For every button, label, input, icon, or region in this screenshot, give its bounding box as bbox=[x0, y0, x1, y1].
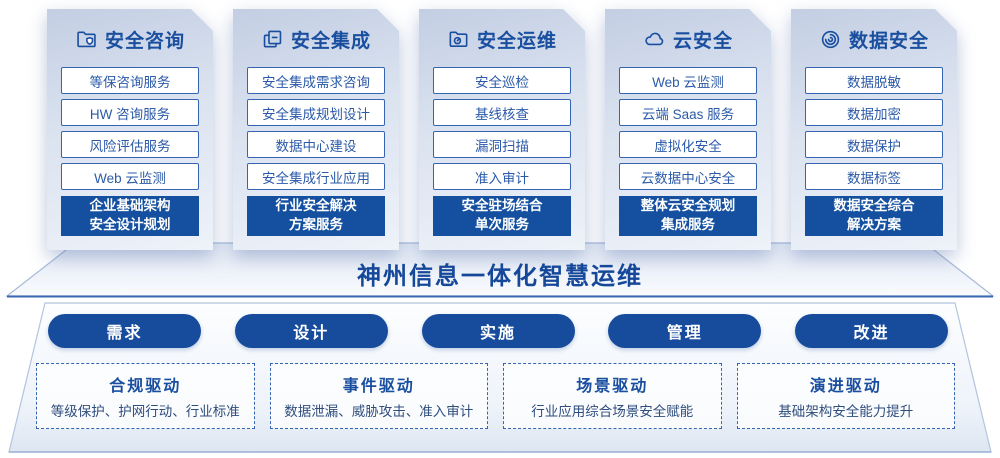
banner-title: 神州信息一体化智慧运维 bbox=[357, 263, 643, 290]
service-item: 风险评估服务 bbox=[61, 131, 199, 158]
service-list: 安全巡检 基线核查 漏洞扫描 准入审计 bbox=[419, 67, 585, 190]
service-list: Web 云监测 云端 Saas 服务 虚拟化安全 云数据中心安全 bbox=[605, 67, 771, 190]
highlight-service: 企业基础架构 安全设计规划 bbox=[61, 196, 199, 236]
driver-box-incident: 事件驱动 数据泄漏、威胁攻击、准入审计 bbox=[269, 363, 488, 429]
panel-surface: 安全集成 安全集成需求咨询 安全集成规划设计 数据中心建设 安全集成行业应用 行… bbox=[233, 9, 399, 250]
column-header: 数据安全 bbox=[791, 19, 957, 59]
folder-clock-icon bbox=[449, 30, 468, 47]
service-item: 安全巡检 bbox=[433, 67, 571, 94]
service-item: 基线核查 bbox=[433, 99, 571, 126]
column-title: 云安全 bbox=[672, 30, 733, 52]
service-item: 安全集成规划设计 bbox=[247, 99, 385, 126]
highlight-line: 单次服务 bbox=[475, 217, 529, 232]
service-item: 漏洞扫描 bbox=[433, 131, 571, 158]
banner-trapezoid bbox=[5, 242, 995, 298]
highlight-line: 行业安全解决 bbox=[275, 198, 357, 214]
highlight-line: 方案服务 bbox=[289, 217, 343, 232]
column-title: 数据安全 bbox=[848, 30, 929, 52]
driver-box-evolution: 演进驱动 基础架构安全能力提升 bbox=[736, 363, 955, 429]
column-header: 云安全 bbox=[605, 19, 771, 59]
panel-surface: 云安全 Web 云监测 云端 Saas 服务 虚拟化安全 云数据中心安全 整体云… bbox=[605, 9, 771, 250]
column-title: 安全咨询 bbox=[104, 30, 185, 52]
highlight-line: 集成服务 bbox=[661, 217, 715, 232]
highlight-line: 数据安全综合 bbox=[833, 198, 915, 214]
folder-shield-icon bbox=[77, 30, 96, 47]
driver-title: 事件驱动 bbox=[342, 378, 415, 395]
service-item: 等保咨询服务 bbox=[61, 67, 199, 94]
driver-desc: 基础架构安全能力提升 bbox=[778, 404, 914, 419]
highlight-service: 行业安全解决 方案服务 bbox=[247, 196, 385, 236]
cloud-icon bbox=[645, 32, 664, 45]
service-item: 虚拟化安全 bbox=[619, 131, 757, 158]
panel-surface: 数据安全 数据脱敏 数据加密 数据保护 数据标签 数据安全综合 解决方案 bbox=[791, 9, 957, 250]
column-header: 安全咨询 bbox=[47, 19, 213, 59]
highlight-line: 解决方案 bbox=[847, 217, 901, 232]
service-item: 云数据中心安全 bbox=[619, 163, 757, 190]
driver-desc: 行业应用综合场景安全赋能 bbox=[531, 404, 694, 419]
highlight-service: 整体云安全规划 集成服务 bbox=[619, 196, 757, 236]
driver-boxes: 合规驱动 等级保护、护网行动、行业标准 事件驱动 数据泄漏、威胁攻击、准入审计 … bbox=[36, 363, 955, 429]
step-pill-implementation: 实施 bbox=[421, 314, 575, 348]
step-pill-improvement: 改进 bbox=[795, 314, 948, 348]
highlight-line: 安全驻场结合 bbox=[461, 198, 543, 214]
column-header: 安全集成 bbox=[233, 19, 399, 59]
service-item: 数据标签 bbox=[805, 163, 943, 190]
highlight-line: 企业基础架构 bbox=[89, 198, 171, 214]
documents-icon bbox=[263, 30, 282, 48]
service-item: 安全集成需求咨询 bbox=[247, 67, 385, 94]
highlight-line: 整体云安全规划 bbox=[640, 198, 736, 214]
service-item: 数据保护 bbox=[805, 131, 943, 158]
service-item: Web 云监测 bbox=[61, 163, 199, 190]
highlight-service: 数据安全综合 解决方案 bbox=[805, 196, 943, 236]
fingerprint-icon bbox=[821, 30, 840, 48]
highlight-service: 安全驻场结合 单次服务 bbox=[433, 196, 571, 236]
driver-box-compliance: 合规驱动 等级保护、护网行动、行业标准 bbox=[36, 363, 255, 429]
highlight-line: 安全设计规划 bbox=[89, 217, 171, 232]
column-title: 安全集成 bbox=[290, 30, 371, 52]
service-item: HW 咨询服务 bbox=[61, 99, 199, 126]
service-item: Web 云监测 bbox=[619, 67, 757, 94]
driver-desc: 等级保护、护网行动、行业标准 bbox=[50, 404, 240, 419]
process-steps: 需求 设计 实施 管理 改进 bbox=[48, 314, 948, 348]
column-title: 安全运维 bbox=[476, 30, 557, 52]
service-item: 云端 Saas 服务 bbox=[619, 99, 757, 126]
driver-desc: 数据泄漏、威胁攻击、准入审计 bbox=[284, 404, 474, 419]
service-item: 数据中心建设 bbox=[247, 131, 385, 158]
driver-title: 演进驱动 bbox=[809, 378, 882, 395]
column-header: 安全运维 bbox=[419, 19, 585, 59]
service-item: 准入审计 bbox=[433, 163, 571, 190]
step-pill-requirement: 需求 bbox=[48, 314, 201, 348]
service-item: 数据脱敏 bbox=[805, 67, 943, 94]
service-item: 数据加密 bbox=[805, 99, 943, 126]
step-pill-design: 设计 bbox=[234, 314, 388, 348]
driver-title: 场景驱动 bbox=[576, 378, 649, 395]
service-list: 安全集成需求咨询 安全集成规划设计 数据中心建设 安全集成行业应用 bbox=[233, 67, 399, 190]
service-list: 数据脱敏 数据加密 数据保护 数据标签 bbox=[791, 67, 957, 190]
service-list: 等保咨询服务 HW 咨询服务 风险评估服务 Web 云监测 bbox=[47, 67, 213, 190]
panel-surface: 安全运维 安全巡检 基线核查 漏洞扫描 准入审计 安全驻场结合 单次服务 bbox=[419, 9, 585, 250]
driver-box-scenario: 场景驱动 行业应用综合场景安全赋能 bbox=[503, 363, 722, 429]
panel-surface: 安全咨询 等保咨询服务 HW 咨询服务 风险评估服务 Web 云监测 企业基础架… bbox=[47, 9, 213, 250]
step-pill-management: 管理 bbox=[608, 314, 762, 348]
driver-title: 合规驱动 bbox=[109, 378, 182, 395]
service-item: 安全集成行业应用 bbox=[247, 163, 385, 190]
